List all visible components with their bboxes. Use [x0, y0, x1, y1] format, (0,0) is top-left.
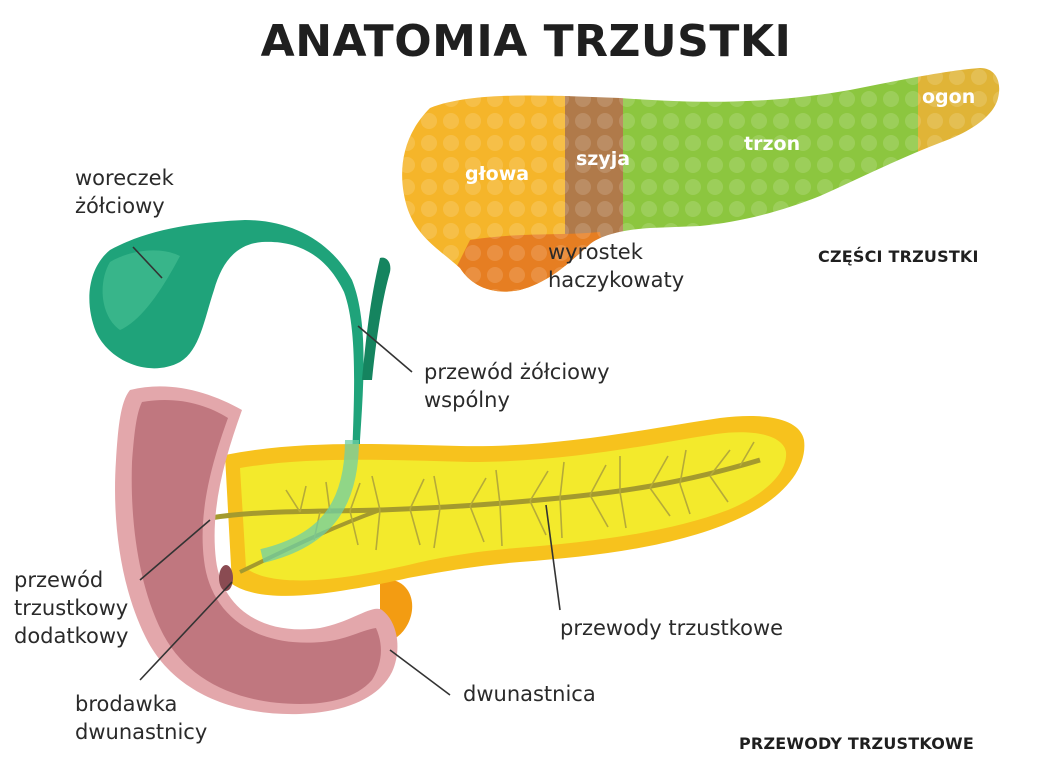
part-body-label: trzon [744, 133, 800, 155]
part-tail-label: ogon [922, 86, 975, 108]
gallbladder-illustration [89, 220, 391, 460]
pancreas-ducts-illustration [209, 416, 805, 642]
label-duodenum: dwunastnica [463, 682, 596, 706]
part-head-label: głowa [465, 163, 529, 185]
main-pancreatic-duct [209, 457, 761, 521]
papilla-opening [219, 565, 233, 591]
part-neck-label: szyja [576, 148, 630, 170]
heading-ducts: PRZEWODY TRZUSTKOWE [739, 734, 975, 753]
label-pancreatic-ducts: przewody trzustkowe [560, 616, 784, 640]
page-title: ANATOMIA TRZUSTKI [260, 16, 792, 67]
heading-parts: CZĘŚCI TRZUSTKI [818, 247, 979, 266]
leader-lines [132, 246, 561, 696]
